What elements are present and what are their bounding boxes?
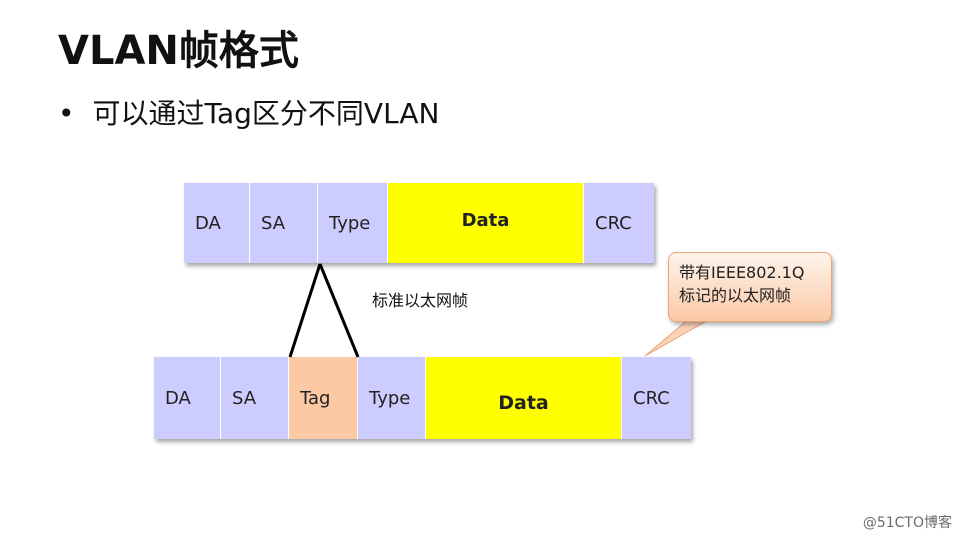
standard-field-sa: SA — [250, 183, 318, 263]
field-label: Tag — [300, 387, 331, 409]
tag-insert-line-right — [318, 263, 360, 358]
standard-field-data: Data — [388, 183, 584, 263]
watermark: @51CTO博客 — [862, 515, 952, 531]
field-label: CRC — [633, 387, 670, 409]
standard-frame-label: 标准以太网帧 — [372, 291, 469, 310]
vlan-field-sa: SA — [221, 357, 289, 439]
slide-title: VLAN帧格式 — [58, 28, 299, 74]
field-label: Data — [461, 210, 510, 231]
vlan-field-type: Type — [358, 357, 426, 439]
callout-line-1: 带有IEEE802.1Q — [679, 263, 805, 282]
vlan-field-data: Data — [426, 357, 622, 439]
field-label: Data — [498, 392, 549, 414]
standard-field-type: Type — [318, 183, 388, 263]
standard-field-crc: CRC — [584, 183, 654, 263]
callout-pointer — [644, 317, 714, 357]
standard-ethernet-frame: DA SA Type Data CRC — [184, 183, 654, 263]
bullet-marker: • — [58, 97, 75, 130]
vlan-field-da: DA — [154, 357, 221, 439]
field-label: CRC — [595, 212, 632, 234]
callout-box: 带有IEEE802.1Q 标记的以太网帧 — [668, 252, 832, 322]
vlan-field-tag: Tag — [289, 357, 358, 439]
bullet-item: • 可以通过Tag区分不同VLAN — [58, 92, 439, 132]
standard-field-da: DA — [184, 183, 250, 263]
field-label: SA — [261, 212, 286, 234]
vlan-tagged-frame: DA SA Tag Type Data CRC — [154, 357, 691, 439]
vlan-field-crc: CRC — [622, 357, 691, 439]
callout-line-2: 标记的以太网帧 — [679, 286, 792, 305]
bullet-text: 可以通过Tag区分不同VLAN — [92, 97, 440, 130]
field-label: DA — [165, 387, 191, 409]
field-label: SA — [232, 387, 257, 409]
field-label: DA — [195, 212, 221, 234]
tag-insert-line-left — [288, 263, 322, 358]
field-label: Type — [329, 212, 371, 234]
field-label: Type — [369, 387, 411, 409]
